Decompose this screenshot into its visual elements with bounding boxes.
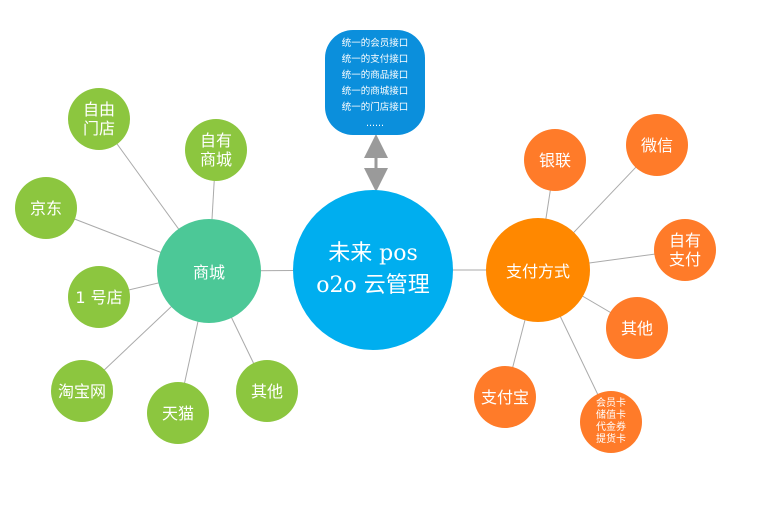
sales-channel-node: 京东 bbox=[15, 177, 77, 239]
node-label: 银联 bbox=[538, 150, 571, 170]
payment-method-node: 会员卡储值卡代金券提货卡 bbox=[580, 391, 642, 453]
sales-channel-node: 天猫 bbox=[147, 382, 209, 444]
shop-hub-label: 商城 bbox=[192, 263, 225, 282]
node-label: 自由 bbox=[82, 100, 115, 119]
sales-channel-node: 其他 bbox=[236, 360, 298, 422]
center-line: o2o 云管理 bbox=[316, 273, 430, 298]
interface-line: 统一的会员接口 bbox=[341, 38, 409, 49]
node-label: 京东 bbox=[29, 198, 62, 218]
payment-method-node: 微信 bbox=[626, 114, 688, 176]
node-label: 淘宝网 bbox=[57, 381, 106, 401]
node-label: 提货卡 bbox=[596, 434, 626, 445]
sales-channel-node: 淘宝网 bbox=[51, 360, 113, 422]
payment-method-node: 银联 bbox=[524, 129, 586, 191]
interface-line: 统一的支付接口 bbox=[341, 54, 409, 65]
node-label: 支付 bbox=[668, 250, 701, 269]
node-label: 自有 bbox=[199, 131, 232, 150]
center-line: 未来 pos bbox=[328, 241, 418, 266]
sales-channel-node: 自有商城 bbox=[185, 119, 247, 181]
node-label: 代金券 bbox=[596, 422, 626, 433]
node-label: 自有 bbox=[668, 231, 701, 250]
payment-method-node: 自有支付 bbox=[654, 219, 716, 281]
node-label: 天猫 bbox=[161, 403, 194, 423]
interface-box: 统一的会员接口 统一的支付接口 统一的商品接口 统一的商城接口 统一的门店接口 … bbox=[325, 30, 425, 135]
center-node: 未来 pos o2o 云管理 bbox=[293, 190, 453, 350]
node-label: 1 号店 bbox=[75, 287, 123, 307]
node-label: 微信 bbox=[640, 135, 673, 155]
interface-line: 统一的商品接口 bbox=[341, 70, 409, 81]
interface-line: ...... bbox=[365, 118, 385, 129]
sales-channel-node: 1 号店 bbox=[68, 266, 130, 328]
node-label: 其他 bbox=[250, 381, 283, 401]
interface-line: 统一的门店接口 bbox=[341, 102, 409, 113]
node-label: 商城 bbox=[199, 150, 232, 169]
sales-channel-node: 自由门店 bbox=[68, 88, 130, 150]
payment-method-node: 其他 bbox=[606, 297, 668, 359]
pay-hub-label: 支付方式 bbox=[505, 262, 570, 281]
node-label: 支付宝 bbox=[480, 387, 529, 407]
node-label: 其他 bbox=[620, 318, 653, 338]
pay-hub-node: 支付方式 bbox=[486, 218, 590, 322]
node-label: 储值卡 bbox=[596, 410, 626, 421]
node-label: 会员卡 bbox=[596, 398, 626, 409]
interface-line: 统一的商城接口 bbox=[341, 86, 409, 97]
payment-method-node: 支付宝 bbox=[474, 366, 536, 428]
shop-hub-node: 商城 bbox=[157, 219, 261, 323]
node-label: 门店 bbox=[82, 119, 115, 138]
